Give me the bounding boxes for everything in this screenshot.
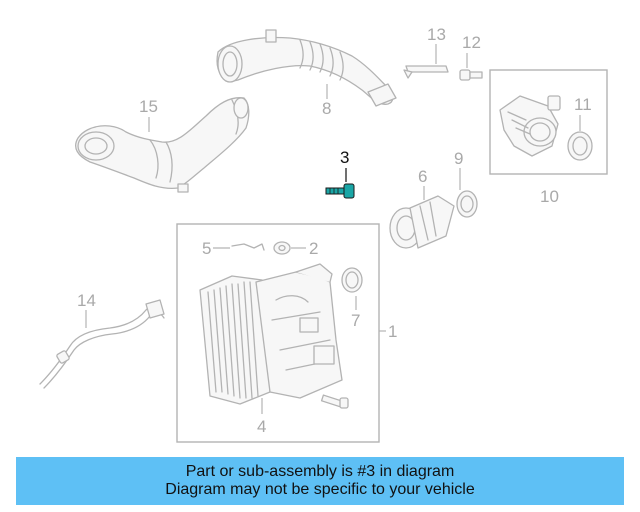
callout-8: 8 xyxy=(322,99,331,118)
callout-6: 6 xyxy=(418,167,427,186)
part-8-intake-hose xyxy=(216,29,397,107)
callout-3: 3 xyxy=(340,148,349,167)
callout-2: 2 xyxy=(309,239,318,258)
part-6-airflow-sensor xyxy=(389,195,455,249)
callout-5: 5 xyxy=(202,239,211,258)
info-banner: Part or sub-assembly is #3 in diagram Di… xyxy=(16,457,624,505)
part-12-bolt xyxy=(459,69,483,81)
part-10-throttle-body xyxy=(499,95,561,157)
part-10-frame xyxy=(489,69,608,175)
part-7-seal xyxy=(341,267,363,293)
callout-9: 9 xyxy=(454,149,463,168)
parts-diagram: 15 8 13 12 11 10 xyxy=(39,25,608,443)
part-2-grommet xyxy=(273,241,291,255)
part-1-frame xyxy=(176,223,380,443)
banner-line-1: Part or sub-assembly is #3 in diagram xyxy=(185,463,455,480)
callout-14: 14 xyxy=(77,291,96,310)
callout-1: 1 xyxy=(388,322,397,341)
part-11-seal xyxy=(567,131,593,161)
part-4-air-filter-housing xyxy=(199,263,343,405)
part-15-intake-duct xyxy=(75,97,250,193)
part-9-clamp xyxy=(456,190,478,218)
callout-10: 10 xyxy=(540,187,559,206)
part-5-clip xyxy=(231,243,265,251)
part-3-bolt xyxy=(325,183,355,199)
banner-line-2: Diagram may not be specific to your vehi… xyxy=(165,481,475,498)
housing-screw xyxy=(320,394,349,409)
part-14-breather-hose xyxy=(39,299,165,389)
callout-15: 15 xyxy=(139,97,158,116)
part-13-bracket xyxy=(403,65,449,79)
callout-7: 7 xyxy=(351,311,360,330)
callout-12: 12 xyxy=(462,33,481,52)
callout-11: 11 xyxy=(574,95,592,114)
callout-13: 13 xyxy=(427,25,446,44)
callout-4: 4 xyxy=(257,417,266,436)
